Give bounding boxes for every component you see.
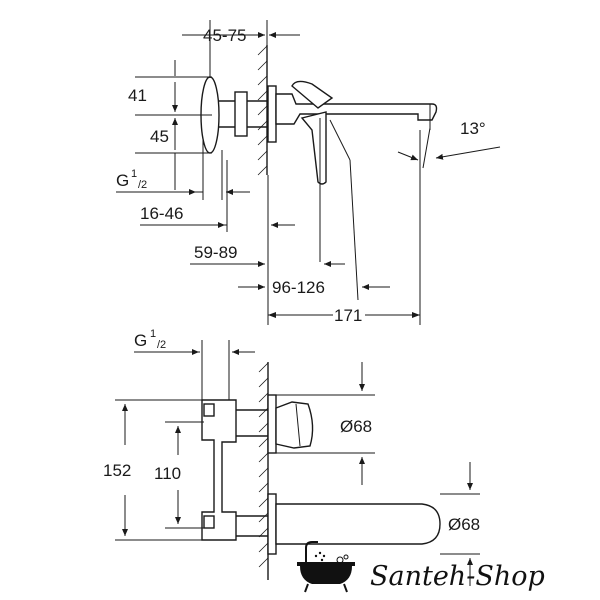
dim-110-label: 110	[154, 464, 181, 483]
thread-g-front: G	[134, 331, 147, 350]
thread-label-side: G 1 /2	[116, 140, 250, 200]
bathtub-logo-icon	[297, 541, 355, 593]
handle-front	[267, 394, 314, 454]
angle-13-label: 13°	[460, 119, 486, 138]
dimension-45-75: 45-75	[182, 20, 300, 78]
watermark-text: Santeh-Shop	[370, 561, 545, 592]
dimension-96-126: 96-126	[238, 278, 390, 297]
spout-and-lever-side	[275, 80, 438, 301]
concealed-body-front	[201, 399, 268, 541]
thread-sup-front: 1	[150, 328, 156, 340]
dim-16-46-label: 16-46	[140, 204, 183, 223]
concealed-body-side	[200, 76, 277, 154]
dim-45-label: 45	[150, 127, 169, 146]
thread-label-front: G 1 /2	[134, 328, 255, 400]
watermark: Santeh-Shop	[297, 541, 545, 593]
dimension-41-45: 41 45	[128, 60, 212, 190]
dimension-59-89: 59-89	[190, 243, 345, 267]
dim-96-126-label: 96-126	[272, 278, 325, 297]
dim-45-75-label: 45-75	[203, 26, 246, 45]
diameter-spout-label: Ø68	[448, 515, 480, 534]
thread-sup-side: 1	[131, 168, 137, 180]
wall-side	[257, 45, 268, 176]
thread-sub-side: /2	[138, 179, 147, 191]
angle-13-degree: 13°	[397, 119, 501, 169]
side-view: 45-75 41 45 G 1 /2 16-46	[116, 20, 501, 325]
dim-41-label: 41	[128, 86, 147, 105]
thread-g-side: G	[116, 171, 129, 190]
diameter-handle: Ø68	[276, 362, 375, 485]
thread-sub-front: /2	[157, 339, 166, 351]
dimension-110: 110	[154, 421, 204, 529]
dimension-152: 152	[103, 399, 204, 541]
dimension-171: 171	[268, 130, 421, 325]
dim-152-label: 152	[103, 461, 131, 480]
spout-front	[267, 493, 441, 555]
dimension-16-46: 16-46	[140, 160, 295, 325]
diameter-handle-label: Ø68	[340, 417, 372, 436]
front-view: G 1 /2 152 110	[103, 328, 480, 586]
wall-front	[258, 362, 269, 580]
diameter-spout: Ø68	[440, 462, 480, 586]
dim-59-89-label: 59-89	[194, 243, 237, 262]
dim-171-label: 171	[334, 306, 362, 325]
